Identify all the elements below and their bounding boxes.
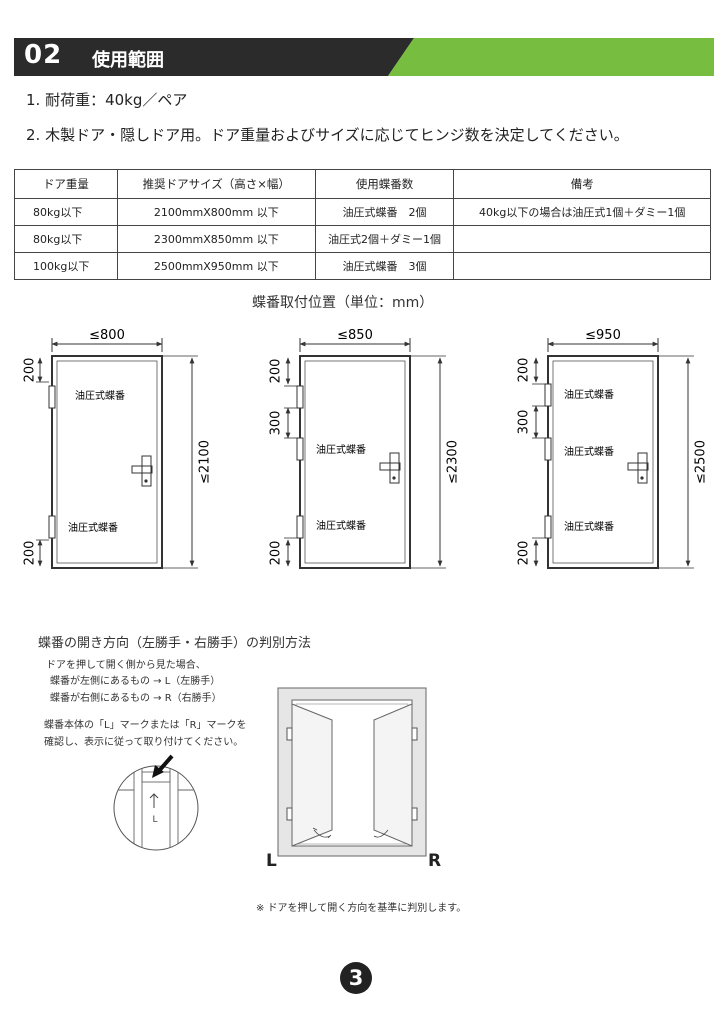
section-header: 02 使用範囲 bbox=[14, 38, 714, 76]
direction-note: 蝶番本体の「L」マークまたは「R」マークを bbox=[44, 720, 247, 731]
table-cell: 油圧式2個＋ダミー1個 bbox=[314, 225, 455, 253]
hinge-label: 油圧式蝶番 bbox=[564, 445, 614, 458]
table-cell: 80kg以下 bbox=[14, 225, 118, 253]
table-header-cell: ドア重量 bbox=[14, 169, 118, 199]
table-cell: 80kg以下 bbox=[14, 198, 118, 226]
table-cell: 100kg以下 bbox=[14, 252, 118, 280]
door-width-label: ≤950 bbox=[585, 328, 621, 343]
door-height-label: ≤2100 bbox=[198, 440, 213, 484]
direction-title: 蝶番の開き方向（左勝手・右勝手）の判別方法 bbox=[38, 636, 312, 651]
spec-item-usage: 2. 木製ドア・隠しドア用。ドア重量およびサイズに応じてヒンジ数を決定してくださ… bbox=[26, 126, 629, 144]
table-cell: 2300mmX850mm 以下 bbox=[116, 225, 316, 253]
table-cell: 油圧式蝶番 2個 bbox=[314, 198, 455, 226]
hinge-label: 油圧式蝶番 bbox=[564, 388, 614, 401]
spec-table: ドア重量 推奨ドアサイズ（高さ×幅） 使用蝶番数 備考 80kg以下 2100m… bbox=[14, 169, 711, 280]
direction-line: ドアを押して開く側から見た場合、 bbox=[46, 660, 206, 671]
door-frame bbox=[299, 355, 411, 569]
dimension-label: 300 bbox=[517, 410, 532, 435]
table-cell: 2100mmX800mm 以下 bbox=[116, 198, 316, 226]
direction-line: 蝶番が右側にあるもの → R（右勝手） bbox=[50, 693, 222, 704]
table-cell bbox=[453, 252, 711, 280]
spec-item-load: 1. 耐荷重：40kg／ペア bbox=[26, 91, 188, 109]
door-diagram-1: ≤800 油圧式蝶番 油圧式蝶番 200 200 ≤2100 bbox=[23, 328, 213, 569]
section-title: 使用範囲 bbox=[92, 50, 164, 71]
table-cell: 油圧式蝶番 3個 bbox=[314, 252, 455, 280]
hinge-mark-letter: L bbox=[152, 815, 157, 825]
direction-note: 確認し、表示に従って取り付けてください。 bbox=[44, 737, 244, 748]
table-header-row: ドア重量 推奨ドアサイズ（高さ×幅） 使用蝶番数 備考 bbox=[14, 169, 711, 199]
table-cell: 40kg以下の場合は油圧式1個＋ダミー1個 bbox=[453, 198, 711, 226]
door-diagrams: ≤800 油圧式蝶番 油圧式蝶番 200 200 ≤2100 ≤850 油圧式蝶… bbox=[23, 328, 709, 569]
dimension-label: 200 bbox=[269, 541, 284, 566]
section-number: 02 bbox=[24, 40, 63, 70]
page-number: 3 bbox=[340, 962, 372, 994]
table-header-cell: 推奨ドアサイズ（高さ×幅） bbox=[116, 169, 316, 199]
hinge-label: 油圧式蝶番 bbox=[75, 389, 125, 402]
door-height-label: ≤2500 bbox=[694, 440, 709, 484]
dimension-label: 200 bbox=[23, 541, 38, 566]
table-header-cell: 備考 bbox=[453, 169, 711, 199]
footnote: ※ ドアを押して開く方向を基準に判別します。 bbox=[256, 903, 467, 914]
diagram-caption: 蝶番取付位置（単位：mm） bbox=[252, 295, 434, 311]
direction-line: 蝶番が左側にあるもの → L（左勝手） bbox=[50, 676, 221, 687]
door-swing-diagram: L R bbox=[266, 687, 441, 870]
right-hand-label: R bbox=[428, 851, 441, 870]
hinge-label: 油圧式蝶番 bbox=[316, 519, 366, 532]
door-diagram-2: ≤850 油圧式蝶番 油圧式蝶番 200 300 200 ≤2300 bbox=[269, 328, 461, 569]
table-header-cell: 使用蝶番数 bbox=[314, 169, 455, 199]
door-frame bbox=[51, 355, 163, 569]
table-cell bbox=[453, 225, 711, 253]
table-row: 80kg以下 2100mmX800mm 以下 油圧式蝶番 2個 40kg以下の場… bbox=[14, 198, 711, 226]
door-frame bbox=[547, 355, 659, 569]
door-width-label: ≤850 bbox=[337, 328, 373, 343]
left-hand-label: L bbox=[266, 851, 277, 870]
dimension-label: 200 bbox=[23, 358, 38, 383]
header-banner bbox=[14, 38, 714, 76]
table-row: 80kg以下 2300mmX850mm 以下 油圧式2個＋ダミー1個 bbox=[14, 225, 711, 253]
table-cell: 2500mmX950mm 以下 bbox=[116, 252, 316, 280]
dimension-label: 200 bbox=[517, 541, 532, 566]
table-row: 100kg以下 2500mmX950mm 以下 油圧式蝶番 3個 bbox=[14, 252, 711, 280]
door-height-label: ≤2300 bbox=[446, 440, 461, 484]
dimension-label: 200 bbox=[517, 358, 532, 383]
hinge-label: 油圧式蝶番 bbox=[316, 443, 366, 456]
dimension-label: 200 bbox=[269, 359, 284, 384]
hinge-mark-illustration: L bbox=[113, 754, 199, 851]
dimension-label: 300 bbox=[269, 411, 284, 436]
hinge-label: 油圧式蝶番 bbox=[68, 521, 118, 534]
hinge-label: 油圧式蝶番 bbox=[564, 520, 614, 533]
door-diagram-3: ≤950 油圧式蝶番 油圧式蝶番 油圧式蝶番 200 300 200 ≤2500 bbox=[517, 328, 709, 569]
door-width-label: ≤800 bbox=[89, 328, 125, 343]
